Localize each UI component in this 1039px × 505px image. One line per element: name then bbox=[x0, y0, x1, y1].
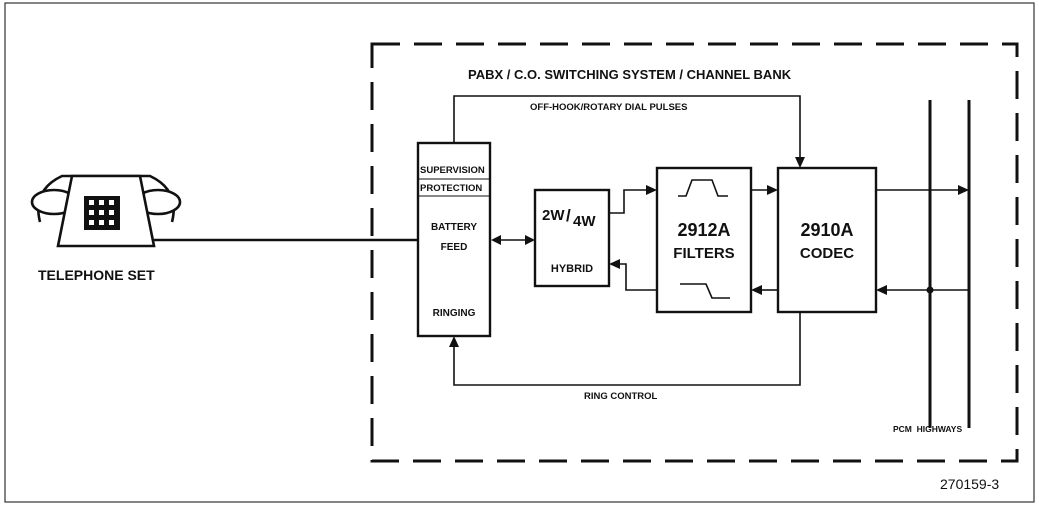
hybrid-4w: 4W bbox=[573, 213, 596, 230]
codec-filters-arrow bbox=[751, 285, 762, 295]
highway-junction bbox=[926, 286, 934, 294]
off-hook-label: OFF-HOOK/ROTARY DIAL PULSES bbox=[530, 102, 687, 113]
lowpass-symbol bbox=[680, 283, 730, 299]
off-hook-arrow bbox=[795, 157, 805, 168]
slic-supervision: SUPERVISION bbox=[420, 165, 485, 176]
figure-id: 270159-3 bbox=[940, 476, 999, 492]
ring-control-path bbox=[453, 312, 801, 386]
telephone-label: TELEPHONE SET bbox=[38, 267, 155, 283]
slic-protection: PROTECTION bbox=[420, 183, 482, 194]
rx-arrow-hybrid bbox=[609, 259, 620, 269]
codec-part: 2910A bbox=[800, 220, 853, 240]
slic-hybrid-arrow-right bbox=[525, 235, 535, 245]
filters-block bbox=[655, 166, 753, 314]
hybrid-label: HYBRID bbox=[551, 263, 593, 275]
filters-to-hybrid-rx bbox=[618, 263, 657, 291]
slic-battery: BATTERY bbox=[431, 222, 477, 233]
pcm-highways-label: PCM HIGHWAYS bbox=[893, 424, 962, 434]
bandpass-symbol bbox=[678, 179, 728, 197]
ring-control-arrow bbox=[449, 336, 459, 347]
hybrid-2w: 2W bbox=[542, 207, 565, 224]
tx-arrow-filters bbox=[646, 185, 657, 195]
slic-ringing: RINGING bbox=[433, 308, 476, 319]
codec-block bbox=[776, 166, 878, 314]
slic-feed: FEED bbox=[441, 242, 468, 253]
page-frame bbox=[4, 2, 1035, 503]
slic-hybrid-arrow-left bbox=[491, 235, 501, 245]
off-hook-path bbox=[453, 95, 801, 158]
hybrid-block bbox=[533, 188, 611, 288]
filters-part: 2912A bbox=[677, 220, 730, 240]
hybrid-to-filters-tx bbox=[609, 189, 648, 214]
hybrid-slash: / bbox=[566, 206, 571, 225]
system-label: PABX / C.O. SWITCHING SYSTEM / CHANNEL B… bbox=[468, 67, 792, 82]
slic-block bbox=[416, 141, 492, 338]
filters-name: FILTERS bbox=[673, 245, 734, 262]
filters-codec-arrow bbox=[767, 185, 778, 195]
ring-control-label: RING CONTROL bbox=[584, 391, 658, 402]
codec-name: CODEC bbox=[800, 245, 854, 262]
codec-highway-arrow bbox=[958, 185, 969, 195]
telephone-icon bbox=[30, 174, 182, 248]
system-boundary bbox=[370, 42, 1019, 463]
highway-codec-arrow bbox=[876, 285, 887, 295]
